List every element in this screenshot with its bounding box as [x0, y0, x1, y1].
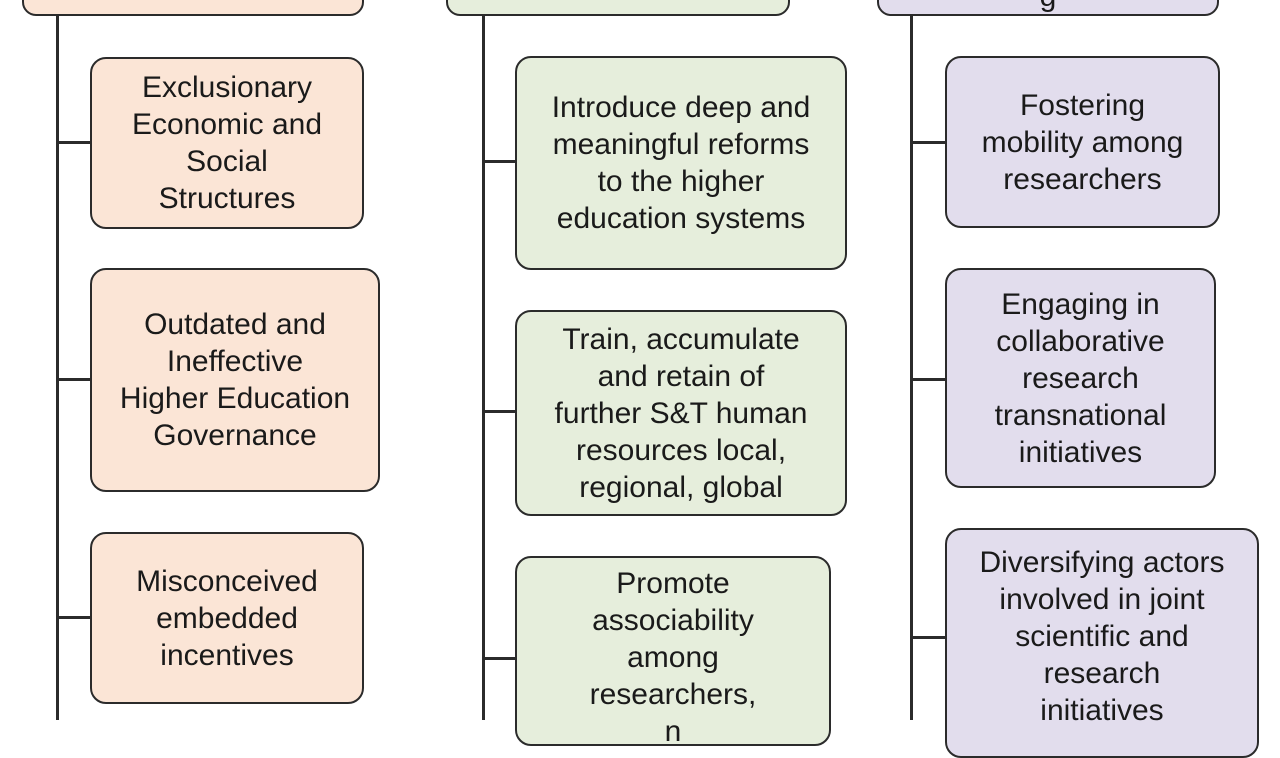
left-box-2: Outdated and Ineffective Higher Educatio…: [90, 268, 380, 492]
middle-box-3: Promote associability among researchers,…: [515, 556, 831, 746]
right-box-3: Diversifying actors involved in joint sc…: [945, 528, 1259, 758]
right-header-box: g: [877, 0, 1219, 16]
column-left: Exclusionary Economic and Social Structu…: [22, 0, 380, 720]
right-branch-3: [910, 636, 948, 639]
middle-box-1: Introduce deep and meaningful reforms to…: [515, 56, 847, 270]
left-box-1: Exclusionary Economic and Social Structu…: [90, 57, 364, 229]
left-box-1-text: Exclusionary Economic and Social Structu…: [131, 71, 323, 215]
middle-branch-1: [482, 160, 518, 163]
right-box-2-text: Engaging in collaborative research trans…: [994, 287, 1167, 469]
middle-box-3-text: Promote associability among researchers,…: [589, 567, 757, 746]
right-box-3-text: Diversifying actors involved in joint sc…: [979, 546, 1225, 727]
middle-box-2-text: Train, accumulate and retain of further …: [554, 322, 808, 504]
middle-box-1-text: Introduce deep and meaningful reforms to…: [551, 91, 811, 235]
right-box-2: Engaging in collaborative research trans…: [945, 268, 1216, 488]
right-box-1: Fostering mobility among researchers: [945, 56, 1220, 228]
left-box-3-text: Misconceived embedded incentives: [136, 564, 318, 672]
left-box-3: Misconceived embedded incentives: [90, 532, 364, 704]
left-trunk-line: [56, 14, 59, 720]
right-trunk-line: [910, 14, 913, 720]
right-branch-1: [910, 141, 948, 144]
middle-trunk-line: [482, 14, 485, 720]
left-box-2-text: Outdated and Ineffective Higher Educatio…: [119, 308, 351, 452]
right-branch-2: [910, 378, 948, 381]
middle-branch-2: [482, 410, 518, 413]
left-branch-1: [56, 141, 92, 144]
column-right: g Fostering mobility among researchers E…: [877, 0, 1259, 758]
left-branch-3: [56, 616, 92, 619]
left-branch-2: [56, 378, 92, 381]
middle-branch-3: [482, 657, 518, 660]
column-middle: Introduce deep and meaningful reforms to…: [446, 0, 847, 746]
right-header-label: g: [1040, 0, 1057, 12]
middle-box-2: Train, accumulate and retain of further …: [515, 310, 847, 516]
right-box-1-text: Fostering mobility among researchers: [981, 88, 1184, 196]
